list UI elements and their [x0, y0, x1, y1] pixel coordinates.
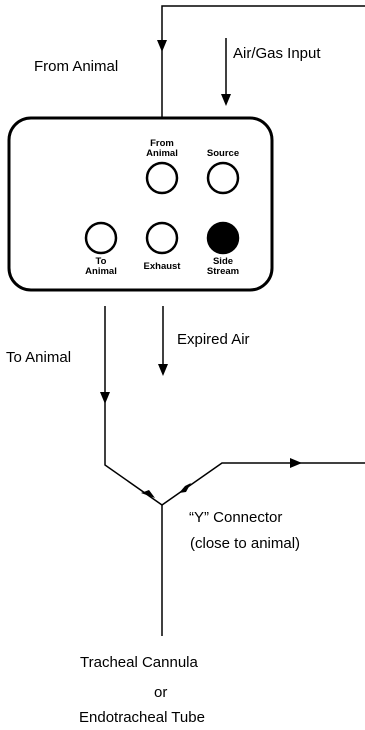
port-label-from-animal-line2: Animal	[146, 148, 178, 159]
y-right-line	[161, 462, 365, 506]
port-from-animal	[145, 161, 179, 195]
to-animal-arrow	[100, 392, 110, 404]
port-label-source: Source	[206, 148, 240, 159]
label-expired-air: Expired Air	[177, 331, 250, 348]
side-stream-arrowhead	[290, 458, 302, 468]
label-endotracheal-tube: Endotracheal Tube	[79, 709, 205, 726]
port-to-animal	[84, 221, 118, 255]
port-exhaust	[145, 221, 179, 255]
expired-air-arrowhead	[158, 364, 168, 376]
port-label-to-animal: To Animal	[76, 257, 126, 277]
port-label-side-stream-line2: Stream	[206, 266, 240, 277]
from-animal-line	[161, 5, 365, 118]
label-gas-input: Air/Gas Input	[233, 45, 321, 62]
port-label-exhaust: Exhaust	[143, 261, 181, 272]
gas-input-arrowhead	[221, 94, 231, 106]
y-left-arrowhead	[141, 490, 155, 498]
port-source	[206, 161, 240, 195]
to-animal-line	[104, 306, 163, 506]
port-label-from-animal-line1: From	[150, 138, 174, 149]
from-animal-arrow	[157, 40, 167, 52]
label-or: or	[154, 684, 168, 701]
device-panel	[7, 116, 274, 292]
port-label-from-animal: From Animal	[137, 139, 187, 159]
port-label-to-animal-line2: Animal	[85, 266, 117, 277]
label-to-animal: To Animal	[6, 349, 72, 366]
port-label-side-stream-line1: Side	[212, 256, 234, 267]
port-label-to-animal-line1: To	[95, 256, 107, 267]
label-tracheal-cannula: Tracheal Cannula	[80, 654, 198, 671]
label-from-animal: From Animal	[34, 58, 119, 75]
y-right-arrowhead	[179, 483, 191, 493]
port-side-stream	[206, 221, 240, 255]
port-label-side-stream: Side Stream	[198, 257, 248, 277]
label-y-connector-note: (close to animal)	[190, 535, 301, 552]
label-y-connector: “Y” Connector	[189, 509, 283, 526]
